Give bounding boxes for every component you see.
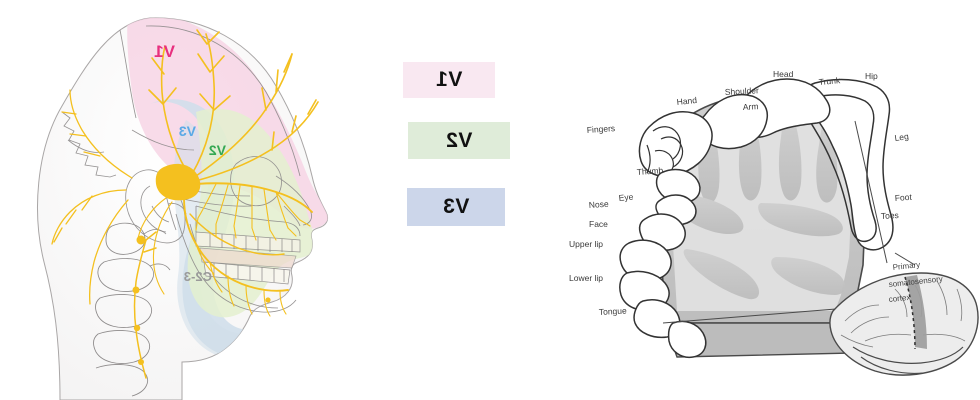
legend-item-v1[interactable]: V1 (403, 62, 495, 98)
lateral-brain-inset (829, 272, 979, 376)
annotation-line-1: Primary (892, 260, 920, 272)
label-foot: Foot (894, 192, 912, 203)
dermatome-labels: V1 V3 V2 C2-3 (154, 42, 226, 284)
label-thumb: Thumb (636, 165, 663, 177)
homunculus-body-outline (619, 78, 894, 359)
legend-item-v2[interactable]: V2 (408, 122, 510, 159)
label-c23: C2-3 (184, 269, 212, 284)
legend-label-v2: V2 (445, 128, 473, 152)
label-hand: Hand (676, 95, 698, 107)
label-tongue: Tongue (599, 306, 628, 317)
legend-swatch-v1: V1 (403, 62, 495, 98)
label-head: Head (773, 69, 794, 79)
label-nose: Nose (588, 199, 609, 210)
label-toes: Toes (881, 210, 899, 221)
label-leg: Leg (894, 131, 910, 143)
label-fingers: Fingers (586, 123, 615, 135)
label-v2: V2 (209, 142, 226, 158)
label-hip: Hip (865, 71, 878, 81)
legend-swatch-v2: V2 (408, 122, 510, 159)
dermatome-color-key: V1 V2 V3 (400, 55, 530, 245)
legend-item-v3[interactable]: V3 (407, 188, 505, 226)
legend-swatch-v3: V3 (407, 188, 505, 226)
label-v1: V1 (154, 42, 175, 61)
label-eye: Eye (618, 191, 634, 203)
label-arm: Arm (743, 101, 759, 112)
legend-label-v3: V3 (442, 195, 470, 218)
sensory-homunculus-diagram: Fingers Hand Shoulder Arm Head Trunk Hip… (565, 5, 980, 395)
trigeminal-dermatome-head-diagram: V1 V3 V2 C2-3 (0, 0, 360, 400)
label-face: Face (589, 219, 608, 229)
nerve-branches (51, 29, 319, 379)
label-trunk: Trunk (818, 75, 841, 87)
label-upper-lip: Upper lip (569, 239, 603, 249)
label-v3: V3 (179, 123, 196, 139)
label-lower-lip: Lower lip (569, 273, 603, 283)
legend-label-v1: V1 (435, 68, 463, 91)
label-shoulder: Shoulder (725, 85, 760, 97)
annotation-line-3: cortex (888, 293, 911, 304)
dentition (195, 231, 301, 285)
cortex-section (660, 94, 866, 358)
